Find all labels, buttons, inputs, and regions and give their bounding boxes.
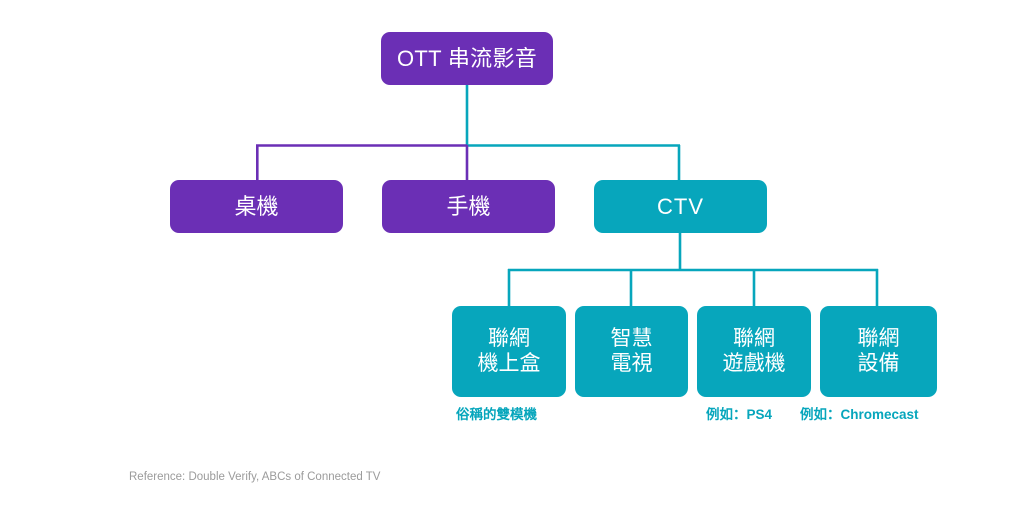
- node-connected-set-top-box-line2: 機上盒: [477, 351, 541, 375]
- node-connected-device[interactable]: 聯網 設備: [820, 306, 937, 397]
- node-desktop-label: 桌機: [234, 193, 279, 219]
- node-ott-streaming[interactable]: OTT 串流影音: [381, 32, 553, 85]
- node-mobile-label: 手機: [446, 193, 491, 219]
- caption-connected-device: 例如：Chromecast: [800, 407, 919, 422]
- node-connected-game-console[interactable]: 聯網 遊戲機: [697, 306, 811, 397]
- node-connected-device-text: 聯網 設備: [858, 327, 900, 377]
- node-connected-game-console-text: 聯網 遊戲機: [723, 327, 786, 377]
- node-ctv-label: CTV: [657, 193, 704, 219]
- node-smart-tv-line2: 電視: [610, 351, 653, 375]
- caption-connected-set-top-box: 俗稱的雙模機: [456, 407, 537, 422]
- caption-connected-game-console: 例如：PS4: [706, 407, 773, 422]
- node-connected-device-line2: 設備: [857, 351, 900, 375]
- node-smart-tv[interactable]: 智慧 電視: [575, 306, 688, 397]
- node-mobile[interactable]: 手機: [382, 180, 555, 233]
- node-smart-tv-line1: 智慧: [610, 326, 653, 350]
- node-connected-game-console-line1: 聯網: [733, 326, 775, 350]
- node-connected-game-console-line2: 遊戲機: [722, 351, 786, 375]
- reference-note: Reference: Double Verify, ABCs of Connec…: [129, 471, 381, 483]
- node-connected-set-top-box[interactable]: 聯網 機上盒: [452, 306, 566, 397]
- node-connected-device-line1: 聯網: [857, 326, 900, 350]
- node-ctv[interactable]: CTV: [594, 180, 767, 233]
- node-connected-set-top-box-line1: 聯網: [488, 326, 530, 350]
- node-ott-streaming-label: OTT 串流影音: [396, 45, 538, 71]
- node-connected-set-top-box-text: 聯網 機上盒: [478, 327, 541, 377]
- node-smart-tv-text: 智慧 電視: [611, 327, 653, 377]
- node-desktop[interactable]: 桌機: [170, 180, 343, 233]
